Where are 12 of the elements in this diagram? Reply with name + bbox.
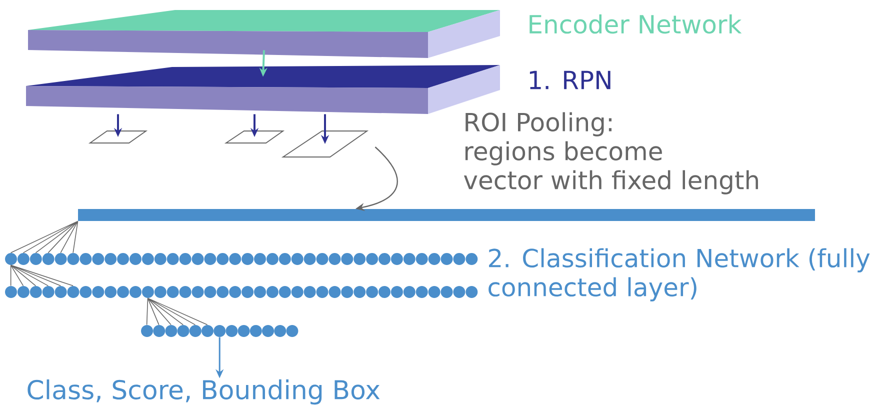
neuron-row [5, 286, 478, 298]
connection-lines [146, 298, 208, 326]
layer-title: 1. RPN [530, 70, 610, 90]
neuron-row [5, 253, 478, 265]
connection-lines [10, 220, 78, 254]
output-text: Class, Score, Bounding Box [28, 379, 380, 405]
note-text: ROI Pooling: regions become vector with fixed length [464, 112, 758, 194]
network-label: 2. Classification Network (fully connected layer) [488, 248, 870, 302]
connection-lines [10, 264, 74, 286]
vector-bar [78, 209, 815, 221]
neuron-row [141, 325, 298, 337]
layer-title: Encoder Network [530, 14, 742, 34]
